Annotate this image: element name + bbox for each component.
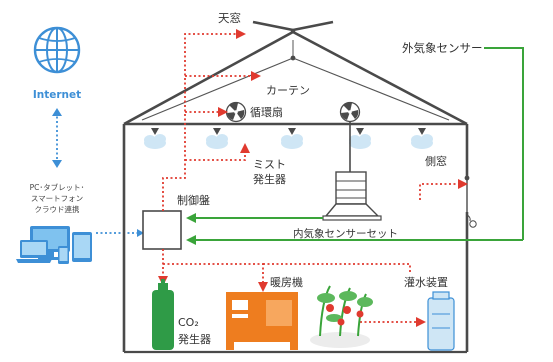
mist-generator-label-2: 発生器 [253, 172, 286, 186]
control-signals [162, 33, 462, 323]
cloud-link-label-3: クラウド連携 [35, 204, 80, 214]
globe-icon [33, 26, 81, 74]
sensor-icon [466, 185, 477, 228]
circulation-fan-label: 循環扇 [250, 105, 283, 119]
cloud-link-label-2: スマートフォン [31, 194, 83, 203]
curtain-icon [141, 40, 450, 121]
fan-icon [225, 101, 247, 123]
irrigation-label: 灌水装置 [404, 276, 448, 289]
internet-link-arrow [52, 108, 62, 168]
outdoor-sensor-label: 外気象センサー [402, 41, 483, 55]
mist-generator-label-1: ミスト [253, 158, 286, 171]
gas-cylinder-icon [152, 279, 174, 350]
control-panel-label: 制御盤 [177, 193, 210, 207]
heater-label: 暖房機 [270, 275, 303, 289]
mist-nozzle-icon [144, 128, 433, 149]
tomato-plant-icon [310, 285, 373, 348]
curtain-label: カーテン [266, 84, 310, 97]
water-tank-icon [427, 291, 455, 351]
indoor-sensor-signal [186, 213, 323, 223]
devices-icon [16, 226, 92, 264]
outdoor-sensor-signal [186, 47, 524, 245]
indoor-sensor-label: 内気象センサーセット [293, 227, 398, 240]
roof-window-label: 天窓 [218, 11, 241, 25]
indoor-sensor-icon [322, 122, 382, 221]
fan-icon-2 [339, 101, 361, 123]
heater-icon [226, 292, 298, 350]
cloud-link-label-1: PC･タブレット･ [30, 182, 85, 192]
internet-label: Internet [33, 89, 81, 101]
cloud-to-panel-link [96, 229, 144, 237]
roof-window-icon [252, 20, 334, 34]
co2-generator-label-1: CO₂ [178, 316, 199, 329]
control-panel-icon [142, 210, 182, 250]
co2-generator-label-2: 発生器 [178, 332, 211, 346]
control-arrowheads [158, 29, 468, 327]
side-window-label: 側窓 [425, 154, 447, 168]
